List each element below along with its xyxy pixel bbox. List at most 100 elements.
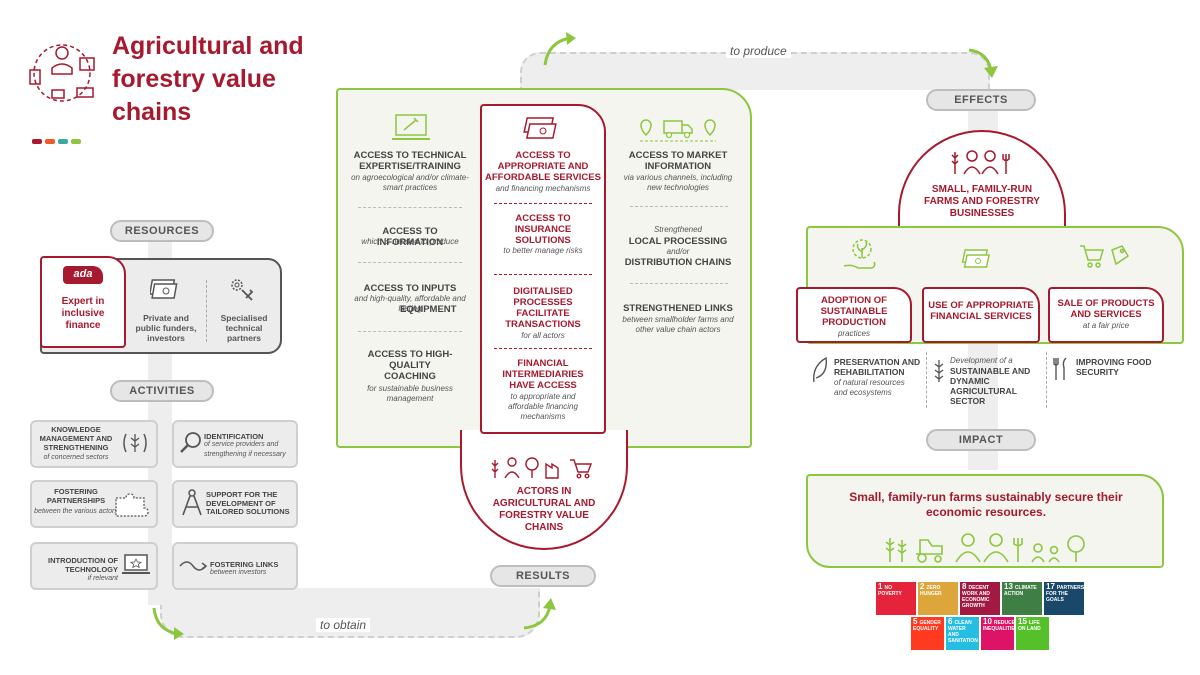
center-item-4-title: FINANCIAL INTERMEDIARIES HAVE ACCESS xyxy=(502,358,584,391)
center-item-4-sub: to appropriate and affordable financing … xyxy=(508,392,578,421)
right-separator-2 xyxy=(630,283,728,284)
effect-sale-sub: at a fair price xyxy=(1082,321,1130,330)
plant-hand-icon xyxy=(842,236,878,276)
activity-knowledge-title: KNOWLEDGE MANAGEMENT AND STRENGTHENING xyxy=(39,425,113,452)
center-item-3-sub: for all actors xyxy=(521,331,565,340)
effect-sale-title: SALE OF PRODUCTS AND SERVICES xyxy=(1057,298,1155,320)
activity-partnerships-title: FOSTERING PARTNERSHIPS xyxy=(46,487,106,505)
center-item-1-title: ACCESS TO APPROPRIATE AND AFFORDABLE SER… xyxy=(485,150,601,183)
cycle-wheat-icon xyxy=(120,430,150,456)
effect-box-adoption xyxy=(796,287,912,343)
right-item-3-sub: between smallholder farms and other valu… xyxy=(622,315,734,334)
activity-support-box xyxy=(172,480,298,528)
center-column xyxy=(480,104,606,434)
activity-identification-title: IDENTIFICATION xyxy=(204,432,264,441)
brand-color-dots xyxy=(32,139,81,144)
to-produce-label: to produce xyxy=(726,44,791,58)
ada-expert-box: ada Expert in inclusive finance xyxy=(40,256,126,348)
resources-divider xyxy=(206,280,207,342)
left-item-1-title: ACCESS TO TECHNICAL EXPERTISE/TRAINING xyxy=(353,150,467,172)
green-arrow-top-left-icon xyxy=(540,30,580,70)
delivery-route-icon xyxy=(638,116,718,144)
outcome-2-title: SUSTAINABLE AND DYNAMIC AGRICULTURAL SEC… xyxy=(950,366,1031,406)
fork-spoon-icon xyxy=(1052,356,1072,382)
impact-farm-icons xyxy=(884,528,1094,564)
leaf-icon xyxy=(810,356,830,384)
magnifier-icon xyxy=(178,430,204,456)
ada-logo: ada xyxy=(63,266,103,284)
right-item-2-mid: and/or xyxy=(666,247,690,256)
effects-heading: SMALL, FAMILY-RUN FARMS AND FORESTRY BUS… xyxy=(924,184,1040,219)
laptop-icon xyxy=(120,552,152,578)
ada-expert-text: Expert in inclusive finance xyxy=(61,296,105,331)
center-separator-1 xyxy=(494,203,592,204)
money-green-icon xyxy=(960,246,996,272)
links-arrows-icon xyxy=(178,556,208,576)
resources-pill: RESOURCES xyxy=(110,220,214,242)
left-separator-3 xyxy=(358,331,462,332)
actors-text: ACTORS IN AGRICULTURAL AND FORESTRY VALU… xyxy=(492,486,596,533)
laptop-tools-icon xyxy=(390,112,434,144)
right-item-1-sub: via various channels, including new tech… xyxy=(623,173,733,192)
activity-links-title: FOSTERING LINKS xyxy=(210,560,279,569)
green-arrow-top-right-icon xyxy=(965,46,1005,80)
left-item-2-title: ACCESS TO INFORMATION xyxy=(376,226,444,248)
farmers-icon xyxy=(950,146,1014,176)
right-item-2-title2: DISTRIBUTION CHAINS xyxy=(624,257,732,268)
impact-box xyxy=(806,474,1164,568)
right-item-2-title: LOCAL PROCESSING xyxy=(628,236,728,247)
center-separator-2 xyxy=(494,274,592,275)
right-separator-1 xyxy=(630,206,728,207)
gear-wrench-icon xyxy=(228,276,256,302)
activity-identification-box xyxy=(172,420,298,468)
outcome-1-sub: of natural resources and ecosystems xyxy=(834,378,905,397)
results-pill: RESULTS xyxy=(490,565,596,587)
activity-knowledge-sub: of concerned sectors xyxy=(43,454,109,461)
funders-text: Private and public funders, investors xyxy=(135,313,197,343)
center-item-2-title: ACCESS TO INSURANCE SOLUTIONS xyxy=(514,213,572,246)
left-item-3-sub: and high-quality, affordable and lasting xyxy=(354,294,466,313)
left-separator-2 xyxy=(358,262,462,263)
activity-knowledge-box xyxy=(30,420,158,468)
left-item-3-tail: EQUIPMENT xyxy=(400,304,457,315)
left-item-2-sub: which is needed to produce xyxy=(361,237,459,246)
outcome-divider-1 xyxy=(926,352,927,408)
center-item-2-sub: to better manage risks xyxy=(503,246,583,255)
effect-box-sale xyxy=(1048,287,1164,343)
left-item-1-sub: on agroecological and/or climate-smart p… xyxy=(351,173,469,192)
page-title: Agricultural and forestry value chains xyxy=(112,32,304,126)
activity-technology-sub: if relevant xyxy=(87,575,118,582)
right-item-2-pre: Strengthened xyxy=(653,225,703,234)
center-item-3-title: DIGITALISED PROCESSES FACILITATE TRANSAC… xyxy=(505,286,581,330)
left-separator-1 xyxy=(358,207,462,208)
impact-pill: IMPACT xyxy=(926,429,1036,451)
activity-support-title: SUPPORT FOR THE DEVELOPMENT OF TAILORED … xyxy=(206,490,290,516)
money-stack-red-icon xyxy=(522,114,562,142)
top-track xyxy=(520,52,990,90)
effects-pill: EFFECTS xyxy=(926,89,1036,111)
activity-identification-sub: of service providers and strengthening i… xyxy=(204,441,286,458)
partners-text: Specialised technical partners xyxy=(220,313,268,343)
activities-pill: ACTIVITIES xyxy=(110,380,214,402)
actors-icons xyxy=(490,454,600,480)
green-arrow-bottom-right-icon xyxy=(520,596,560,632)
left-item-4-title: ACCESS TO HIGH-QUALITY COACHING xyxy=(367,349,453,382)
outcome-3-title: IMPROVING FOOD SECURITY xyxy=(1076,357,1152,377)
right-item-1-title: ACCESS TO MARKET INFORMATION xyxy=(628,150,728,172)
compass-icon xyxy=(180,488,204,518)
effect-adoption-sub: practices xyxy=(837,329,870,338)
effect-financial-title: USE OF APPROPRIATE FINANCIAL SERVICES xyxy=(928,300,1034,322)
left-item-3-title: ACCESS TO INPUTS xyxy=(363,283,457,294)
effect-adoption-title: ADOPTION OF SUSTAINABLE PRODUCTION xyxy=(820,295,888,328)
outcome-divider-2 xyxy=(1046,352,1047,408)
cart-tag-icon xyxy=(1078,242,1130,272)
impact-text: Small, family-run farms sustainably secu… xyxy=(849,490,1123,519)
